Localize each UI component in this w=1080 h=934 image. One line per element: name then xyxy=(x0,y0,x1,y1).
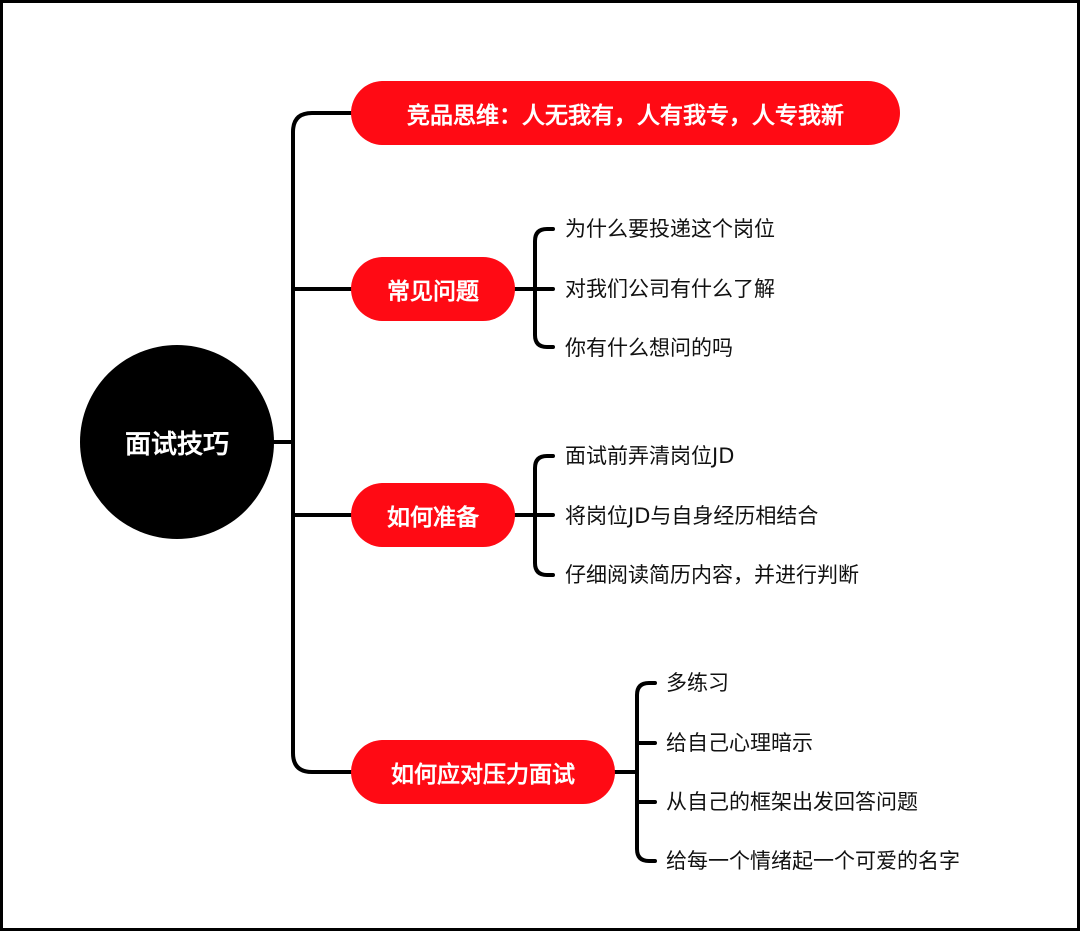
branch-label: 常见问题 xyxy=(387,279,479,305)
root-label: 面试技巧 xyxy=(124,429,229,460)
leaf-read-resume: 仔细阅读简历内容，并进行判断 xyxy=(565,563,859,587)
bracket-common-questions xyxy=(513,227,555,349)
branch-competitive-thinking: 竞品思维：人无我有，人有我专，人专我新 xyxy=(351,81,900,145)
leaf-combine-jd-experience: 将岗位JD与自身经历相结合 xyxy=(565,504,819,528)
bracket-pressure-interview xyxy=(613,681,657,863)
leaf-own-framework: 从自己的框架出发回答问题 xyxy=(666,790,918,814)
leaf-know-company: 对我们公司有什么了解 xyxy=(565,277,775,301)
branch-common-questions: 常见问题 xyxy=(351,257,515,321)
root-node: 面试技巧 xyxy=(80,345,274,539)
leaf-name-emotions: 给每一个情绪起一个可爱的名字 xyxy=(666,849,960,873)
leaf-self-suggestion: 给自己心理暗示 xyxy=(666,731,813,755)
branch-pressure-interview: 如何应对压力面试 xyxy=(351,740,615,804)
leaf-understand-jd: 面试前弄清岗位JD xyxy=(565,444,735,468)
leaf-practice: 多练习 xyxy=(666,671,729,695)
connector-lines xyxy=(272,111,657,863)
branch-preparation: 如何准备 xyxy=(351,483,515,547)
bracket-preparation xyxy=(513,454,555,577)
branch-label: 如何应对压力面试 xyxy=(391,762,575,788)
branch-label: 如何准备 xyxy=(387,505,479,531)
leaf-any-questions: 你有什么想问的吗 xyxy=(565,336,733,360)
branch-label: 竞品思维：人无我有，人有我专，人专我新 xyxy=(407,103,844,129)
leaf-why-apply: 为什么要投递这个岗位 xyxy=(565,217,775,241)
trunk-connector xyxy=(272,111,355,774)
